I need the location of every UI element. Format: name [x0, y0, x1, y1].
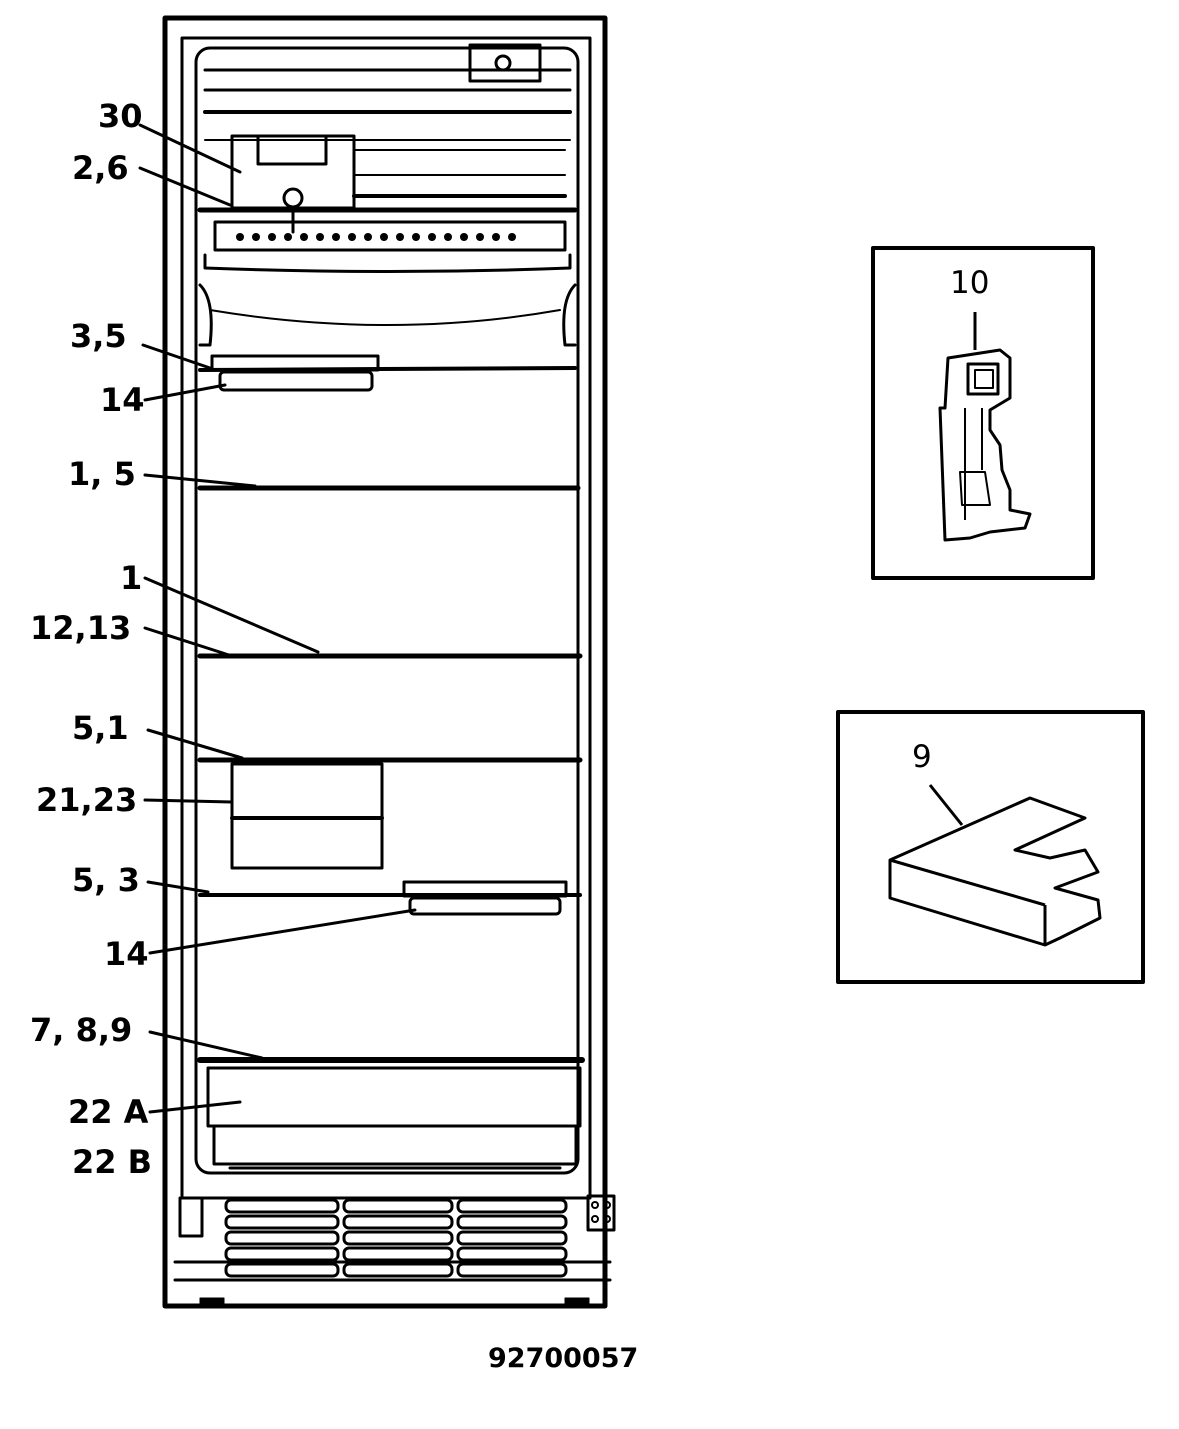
label-22a: 22 A — [68, 1093, 149, 1131]
label-22b: 22 B — [72, 1143, 153, 1181]
inset-label-10: 10 — [950, 265, 990, 301]
label-1-5: 1, 5 — [68, 455, 136, 493]
label-7-8-9: 7, 8,9 — [30, 1011, 133, 1049]
label-14-lower: 14 — [104, 935, 149, 973]
label-5-1: 5,1 — [72, 709, 129, 747]
label-12-13: 12,13 — [30, 609, 132, 647]
leader-lines — [138, 123, 417, 1114]
label-3-5: 3,5 — [70, 317, 127, 355]
inset-part-9 — [836, 710, 1145, 984]
label-1: 1 — [120, 559, 143, 597]
inset-label-9: 9 — [912, 739, 932, 775]
label-2-6: 2,6 — [72, 149, 129, 187]
part-code: 92700057 — [488, 1343, 639, 1374]
freezer-cabinet — [162, 15, 616, 1309]
label-21-23: 21,23 — [36, 781, 138, 819]
label-14-upper: 14 — [100, 381, 145, 419]
inset-part-10 — [871, 246, 1095, 580]
label-5-3: 5, 3 — [72, 861, 140, 899]
label-30: 30 — [98, 97, 143, 135]
